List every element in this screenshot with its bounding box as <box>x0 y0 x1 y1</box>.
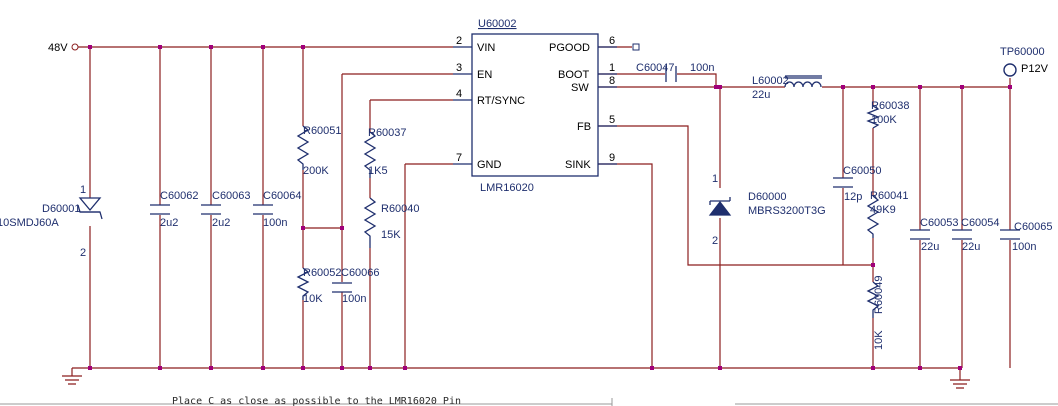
inductor-l60002[interactable]: L60002 22u <box>752 75 822 101</box>
c60050-value: 12p <box>844 191 862 203</box>
r60041-value: 49K9 <box>870 204 896 216</box>
c60063-ref: C60063 <box>212 190 251 202</box>
ground-icon <box>62 375 82 385</box>
r60052-ref: R60052 <box>303 267 342 279</box>
l60002-value: 22u <box>752 89 770 101</box>
schottky-diode-d60000[interactable]: D60000 MBRS3200T3G 1 2 <box>708 173 826 247</box>
testpoint-icon <box>1003 63 1017 77</box>
layout-note: Place C as close as possible to the LMR1… <box>172 396 461 406</box>
r60051-ref: R60051 <box>303 125 342 137</box>
testpoint-ref: TP60000 <box>1000 46 1045 58</box>
resistor-r60040[interactable]: R60040 15K <box>363 197 420 248</box>
r60037-ref: R60037 <box>368 127 407 139</box>
d60001-pin1: 1 <box>80 184 86 196</box>
capacitor-c60054[interactable]: C60054 22u <box>952 217 1000 253</box>
capacitor-c60063[interactable]: C60063 2u2 <box>201 190 251 229</box>
ic-u60002[interactable]: U60002 LMR16020 2 VIN 3 EN 4 RT/SYNC 7 G… <box>453 18 617 194</box>
capacitor-c60053[interactable]: C60053 22u <box>910 217 959 253</box>
c60054-ref: C60054 <box>961 217 1000 229</box>
pin-sink-num: 9 <box>609 152 615 164</box>
c60065-ref: C60065 <box>1014 221 1053 233</box>
c60053-ref: C60053 <box>920 217 959 229</box>
r60051-value: 200K <box>303 165 329 177</box>
capacitor-c60062[interactable]: C60062 2u2 <box>150 190 199 229</box>
testpoint-tp60000[interactable]: TP60000 P12V <box>1000 46 1049 77</box>
pin-rt-name: RT/SYNC <box>477 95 525 107</box>
net-label-vout: P12V <box>1021 63 1049 75</box>
pin-sw-name: SW <box>571 82 589 94</box>
c60047-ref: C60047 <box>636 62 675 74</box>
pin-boot-name: BOOT <box>558 69 589 81</box>
ic-part: LMR16020 <box>480 182 534 194</box>
r60040-ref: R60040 <box>381 203 420 215</box>
r60040-value: 15K <box>381 229 401 241</box>
d60000-value: MBRS3200T3G <box>748 205 826 217</box>
pin-sw-num: 8 <box>609 75 615 87</box>
r60037-value: 1K5 <box>368 165 388 177</box>
pin-boot-num: 1 <box>609 62 615 74</box>
wires <box>71 46 1011 380</box>
pin-vin-num: 2 <box>456 35 462 47</box>
pin-pgood-name: PGOOD <box>549 42 590 54</box>
pin-vin-name: VIN <box>477 42 495 54</box>
pin-rt-num: 4 <box>456 88 462 100</box>
l60002-ref: L60002 <box>752 75 789 87</box>
pin-gnd-name: GND <box>477 159 502 171</box>
c60062-ref: C60062 <box>160 190 199 202</box>
net-label-vin: 48V <box>48 42 68 54</box>
c60062-value: 2u2 <box>160 217 178 229</box>
pin-gnd-num: 7 <box>456 152 462 164</box>
pin-en-num: 3 <box>456 62 462 74</box>
pin-pgood-num: 6 <box>609 35 615 47</box>
resistor-r60041[interactable]: R60041 49K9 <box>866 190 909 238</box>
pin-en-name: EN <box>477 69 492 81</box>
ground-icon <box>950 379 970 389</box>
c60065-value: 100n <box>1012 241 1036 253</box>
c60066-ref: C60066 <box>341 267 380 279</box>
c60064-value: 100n <box>263 217 287 229</box>
junctions <box>88 45 1012 370</box>
resistor-r60051[interactable]: R60051 200K <box>296 125 342 177</box>
capacitor-c60064[interactable]: C60064 100n <box>253 190 302 229</box>
c60050-ref: C60050 <box>843 165 882 177</box>
capacitor-c60066[interactable]: C60066 100n <box>332 267 380 305</box>
resistor-r60037[interactable]: R60037 1K5 <box>363 127 407 178</box>
tvs-diode-d60001[interactable]: D60001 10SMDJ60A 1 2 <box>0 184 103 259</box>
net-port-icon <box>71 43 79 51</box>
c60053-value: 22u <box>921 241 939 253</box>
resistor-r60038[interactable]: R60038 100K <box>866 100 910 129</box>
r60038-ref: R60038 <box>871 100 910 112</box>
r60049-ref: R60049 <box>873 275 885 314</box>
c60063-value: 2u2 <box>212 217 230 229</box>
r60052-value: 10K <box>303 293 323 305</box>
pin-fb-num: 5 <box>609 114 615 126</box>
d60000-pin1: 1 <box>712 173 718 185</box>
capacitor-c60047[interactable]: C60047 100n <box>636 62 714 82</box>
d60000-ref: D60000 <box>748 191 787 203</box>
r60049-value: 10K <box>873 330 885 350</box>
c60064-ref: C60064 <box>263 190 302 202</box>
sheet-border <box>0 398 1058 406</box>
d60001-value: 10SMDJ60A <box>0 217 59 229</box>
c60047-value: 100n <box>690 62 714 74</box>
r60041-ref: R60041 <box>870 190 909 202</box>
resistor-r60049[interactable]: R60049 10K <box>866 275 885 350</box>
r60038-value: 100K <box>871 114 897 126</box>
d60000-pin2: 2 <box>712 235 718 247</box>
c60054-value: 22u <box>962 241 980 253</box>
capacitor-c60065[interactable]: C60065 100n <box>1000 221 1053 253</box>
d60001-ref: D60001 <box>42 203 81 215</box>
pin-fb-name: FB <box>577 121 591 133</box>
d60001-pin2: 2 <box>80 247 86 259</box>
ic-ref: U60002 <box>478 18 517 30</box>
c60066-value: 100n <box>342 293 366 305</box>
pgood-terminal-icon <box>632 43 640 51</box>
capacitor-c60050[interactable]: C60050 12p <box>833 165 882 203</box>
pin-sink-name: SINK <box>565 159 591 171</box>
resistor-r60052[interactable]: R60052 10K <box>296 267 342 305</box>
